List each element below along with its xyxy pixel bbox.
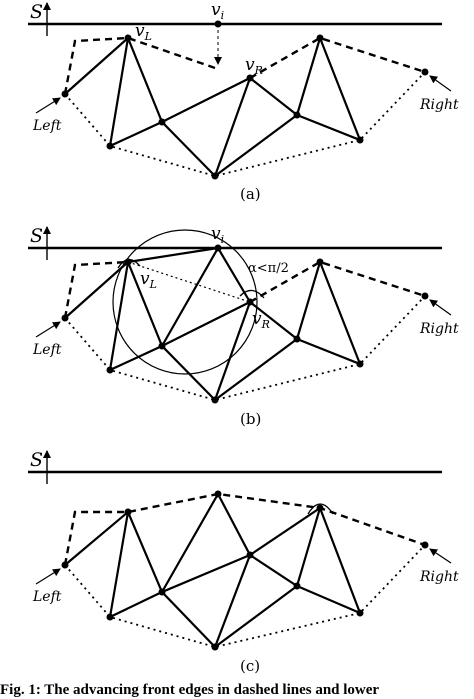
- sweep-label: S: [30, 449, 43, 471]
- right-arrow: [429, 75, 452, 92]
- mesh-nodes: [61, 244, 429, 404]
- left-label: Left: [32, 589, 62, 605]
- front-edges: [63, 492, 426, 566]
- mesh-nodes: [61, 490, 429, 651]
- angle-label: α<π/2: [248, 261, 289, 276]
- panel-b: [28, 226, 452, 404]
- panel-a: [28, 2, 452, 180]
- mesh-nodes: [61, 20, 429, 180]
- vertex-l-label: vL: [135, 21, 152, 43]
- panel-c-label: (c): [240, 657, 260, 675]
- panel-a-label: (a): [240, 185, 261, 203]
- vertex-r-label: vR: [252, 309, 270, 331]
- right-label: Right: [419, 97, 459, 113]
- mesh-edges: [64, 33, 362, 179]
- left-label: Left: [32, 342, 62, 358]
- mesh-edges: [64, 491, 362, 650]
- panel-b-label: (b): [240, 410, 261, 428]
- right-label: Right: [419, 569, 459, 585]
- sweep-label: S: [30, 225, 43, 247]
- circumcircle: [112, 229, 258, 375]
- right-arrow: [429, 299, 452, 316]
- left-arrow: [35, 97, 61, 114]
- sweep-label: S: [30, 1, 43, 23]
- vertex-i-label: vi: [211, 224, 224, 246]
- figure-caption: Fig. 1: The advancing front edges in das…: [0, 682, 380, 698]
- left-arrow: [35, 321, 61, 338]
- mesh-edges: [64, 257, 362, 403]
- right-arrow: [429, 548, 452, 564]
- right-label: Right: [419, 321, 459, 337]
- vl-vr-chord: [127, 261, 251, 303]
- vertex-r-label: vR: [245, 55, 263, 77]
- left-label: Left: [32, 118, 62, 134]
- left-arrow: [35, 568, 61, 585]
- front-edges: [63, 36, 426, 95]
- vertex-i-label: vi: [211, 0, 224, 22]
- vertex-l-label: vL: [140, 269, 157, 291]
- panel-c: [28, 450, 452, 651]
- front-edges: [63, 260, 426, 319]
